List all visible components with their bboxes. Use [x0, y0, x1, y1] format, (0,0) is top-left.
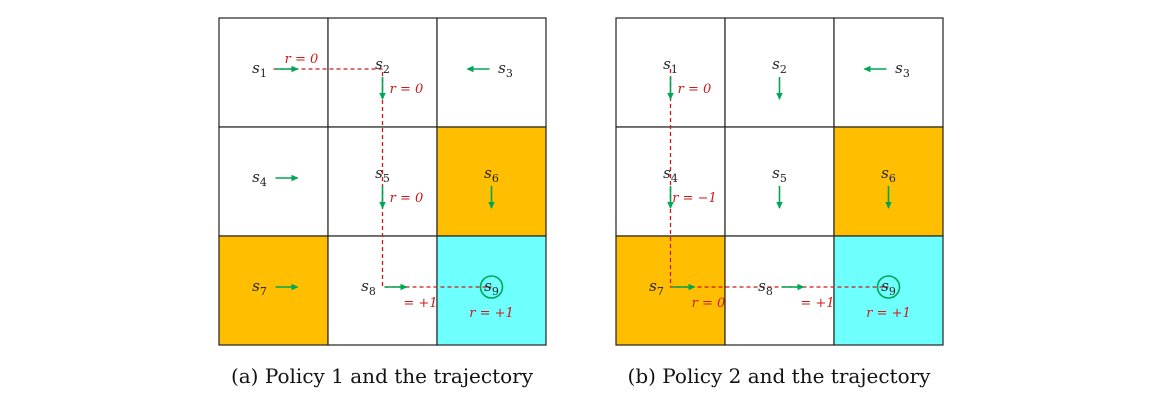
grid-cell-s2: [724, 17, 835, 128]
reward-label: r = 0: [692, 296, 726, 311]
grid-cell-s5: [724, 126, 835, 237]
grid-cell-s9: [833, 235, 944, 346]
reward-label: = +1: [403, 296, 437, 311]
grid-cell-s4: [218, 126, 329, 237]
grid-cell-s7: [218, 235, 329, 346]
reward-label: r = 0: [390, 191, 424, 206]
stay-circle-icon: [876, 275, 901, 299]
reward-label: r = 0: [390, 82, 424, 97]
grid-cell-s8: [327, 235, 438, 346]
trajectory-path: [273, 68, 492, 288]
grid-cell-s6: [833, 126, 944, 237]
reward-label: r = −1: [672, 191, 717, 206]
grid-cell-s1: [218, 17, 329, 128]
panel-caption: (b) Policy 2 and the trajectory: [628, 364, 932, 388]
reward-label: r = +1: [866, 306, 911, 321]
trajectory-path: [669, 69, 889, 288]
grid-cell-s6: [436, 126, 547, 237]
grid-cell-s9: [436, 235, 547, 346]
reward-label: r = 0: [285, 52, 319, 67]
reward-label: r = +1: [469, 306, 514, 321]
panel-caption: (a) Policy 1 and the trajectory: [231, 364, 534, 388]
grid-cell-s8: [724, 235, 835, 346]
stay-circle-icon: [479, 275, 504, 299]
grid-cell-s3: [833, 17, 944, 128]
grid-cell-s3: [436, 17, 547, 128]
reward-label: = +1: [800, 296, 834, 311]
reward-label: r = 0: [678, 82, 712, 97]
